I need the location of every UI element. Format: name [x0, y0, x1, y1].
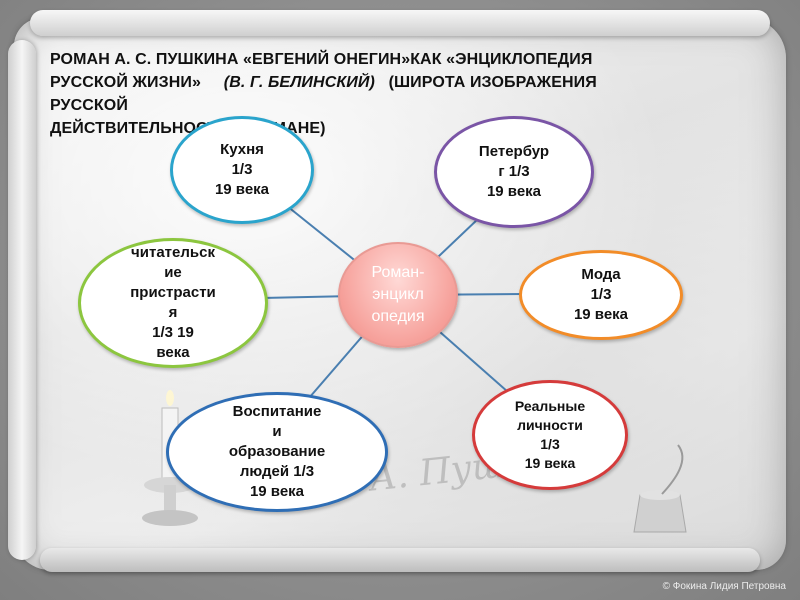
- node-label-line: и: [272, 423, 282, 440]
- center-label-line: Роман-: [371, 264, 425, 281]
- node-label-line: века: [156, 344, 190, 361]
- node-label-line: 19 века: [249, 483, 305, 500]
- scroll-roll-left: [8, 40, 36, 560]
- node-label-line: 1/3: [231, 161, 253, 178]
- node-label-line: 19 века: [486, 183, 542, 200]
- copyright-text: © Фокина Лидия Петровна: [662, 581, 786, 592]
- scroll-roll-top: [30, 10, 770, 36]
- title-line-2-post: (ШИРОТА ИЗОБРАЖЕНИЯ: [388, 74, 597, 91]
- scroll-roll-bottom: [40, 548, 760, 572]
- center-label-line: энцикл: [372, 286, 424, 303]
- node-real-persons: Реальные личности 1/3 19 века: [472, 380, 628, 490]
- title-line-3: РУССКОЙ: [50, 97, 128, 114]
- node-reader-preferences: читательск ие пристрасти я 1/3 19 века: [78, 238, 268, 368]
- title-line-2-pre: РУССКОЙ ЖИЗНИ»: [50, 74, 202, 91]
- center-node-roman-encyclopedia: Роман- энцикл опедия: [338, 242, 458, 348]
- node-label-line: Кухня: [220, 141, 264, 158]
- node-education: Воспитание и образование людей 1/3 19 ве…: [166, 392, 388, 512]
- node-label-line: Петербур: [478, 143, 550, 160]
- node-label-line: ие: [164, 264, 182, 281]
- node-label-line: Реальные: [514, 398, 586, 414]
- center-label-line: опедия: [371, 308, 425, 325]
- node-label-line: 19 века: [524, 455, 576, 471]
- node-label-line: Мода: [581, 266, 621, 283]
- node-label-line: 19 века: [214, 181, 270, 198]
- node-label-line: Воспитание: [232, 403, 322, 420]
- node-label-line: 1/3 19: [152, 324, 194, 341]
- title-line-1: РОМАН А. С. ПУШКИНА «ЕВГЕНИЙ ОНЕГИН»КАК …: [50, 51, 593, 68]
- node-label-line: личности: [517, 417, 583, 433]
- node-label-line: читательск: [131, 244, 215, 261]
- node-fashion: Мода 1/3 19 века: [519, 250, 683, 340]
- node-label-line: я: [168, 304, 178, 321]
- node-label-line: 1/3: [540, 436, 560, 452]
- title-author: (В. Г. БЕЛИНСКИЙ): [223, 74, 375, 91]
- node-label-line: г 1/3: [498, 163, 530, 180]
- inkwell-icon: [633, 444, 687, 533]
- node-label-line: образование: [228, 443, 326, 460]
- node-label-line: 19 века: [573, 306, 629, 323]
- node-kitchen: Кухня 1/3 19 века: [170, 116, 314, 224]
- node-petersburg: Петербур г 1/3 19 века: [434, 116, 594, 228]
- node-label-line: людей 1/3: [239, 463, 315, 480]
- node-label-line: пристрасти: [130, 284, 216, 301]
- node-label-line: 1/3: [590, 286, 612, 303]
